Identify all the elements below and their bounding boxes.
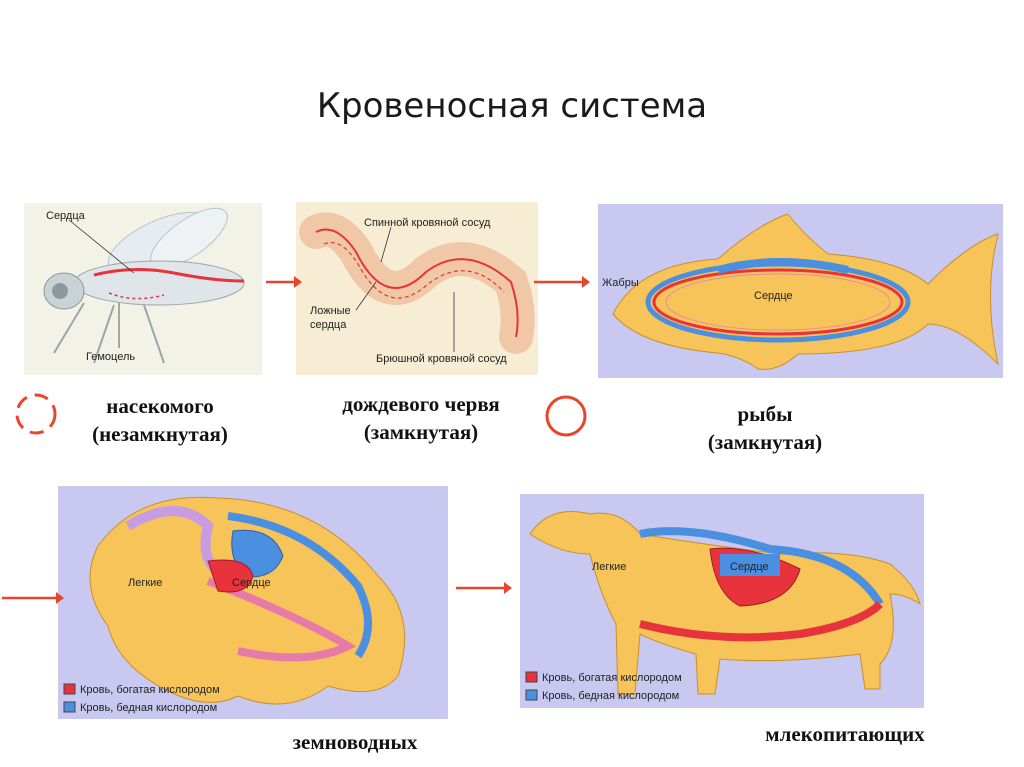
legend-oxygen-poor: Кровь, бедная кислородом (80, 702, 217, 714)
label-heart: Сердце (232, 577, 271, 589)
legend-swatch-poor (63, 701, 76, 713)
label-heart: Сердце (754, 290, 793, 302)
slide-title: Кровеносная система (316, 86, 708, 126)
label-lungs: Легкие (592, 561, 626, 573)
label-gills: Жабры (602, 277, 639, 289)
caption-insect: насекомого (незамкнутая) (92, 394, 228, 446)
legend-swatch-rich (63, 683, 76, 695)
arrow-right-icon (534, 276, 590, 288)
label-false-hearts-1: Ложные (310, 305, 351, 317)
caption-amphibians: земноводных (292, 730, 418, 754)
arrow-right-icon (266, 276, 302, 288)
arrow-right-icon (2, 592, 64, 604)
worm-diagram: Спинной кровяной сосуд Ложные сердца Брю… (296, 202, 538, 375)
legend-oxygen-rich: Кровь, богатая кислородом (80, 684, 220, 696)
label-hemocoel: Гемоцель (86, 351, 135, 363)
insect-diagram: Сердца Гемоцель (24, 203, 262, 375)
legend-oxygen-poor: Кровь, бедная кислородом (542, 690, 679, 702)
label-hearts: Сердца (46, 210, 86, 222)
caption-mammals: млекопитающих (765, 722, 925, 746)
label-dorsal-vessel: Спинной кровяной сосуд (364, 217, 491, 229)
label-heart: Сердце (730, 561, 769, 573)
fish-diagram: Жабры Сердце (598, 204, 1003, 378)
legend-swatch-rich (525, 671, 538, 683)
solid-circle-icon (545, 395, 587, 437)
label-lungs: Легкие (128, 577, 162, 589)
dashed-circle-icon (15, 393, 57, 435)
legend-swatch-poor (525, 689, 538, 701)
caption-fish: рыбы (замкнутая) (707, 402, 823, 454)
legend-oxygen-rich: Кровь, богатая кислородом (542, 672, 682, 684)
frog-diagram: Кровь, богатая кислородом Кровь, бедная … (58, 486, 448, 719)
dog-diagram: Кровь, богатая кислородом Кровь, бедная … (520, 494, 924, 708)
caption-worm: дождевого червя (замкнутая) (342, 392, 500, 444)
label-false-hearts-2: сердца (310, 319, 347, 331)
arrow-right-icon (456, 582, 512, 594)
label-ventral-vessel: Брюшной кровяной сосуд (376, 353, 507, 365)
